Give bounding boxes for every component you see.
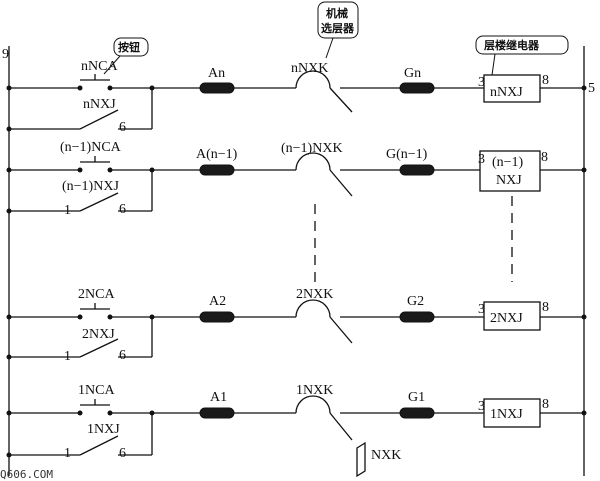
svg-text:按钮: 按钮 [118,40,140,54]
contact-right-num: 6 [119,120,126,135]
button-label: 2NCA [78,287,115,302]
coil-a [199,82,235,94]
contact-right-num: 6 [119,348,126,363]
svg-text:选层器: 选层器 [321,21,355,35]
coil-g-label: G(n−1) [386,147,428,162]
contact-label: 2NXJ [82,327,115,342]
svg-text:机械: 机械 [326,6,348,20]
button-label: nNCA [81,59,118,74]
contact-label: 1NXJ [87,422,120,437]
relay-pin-right: 8 [542,73,549,88]
relay-label-line2: NXJ [496,173,522,188]
callout-button: 按钮 [103,37,149,75]
coil-a-label: An [208,66,225,81]
coil-g [399,82,435,94]
selector-brush-symbol [356,441,366,478]
relay-pin-right: 8 [541,150,548,165]
relay-pin-left: 3 [478,399,485,414]
coil-a-label: A(n−1) [196,147,238,162]
selector-label: 1NXK [296,383,333,398]
floor-relay-box [483,301,541,331]
relay-label: nNXJ [490,85,523,100]
relay-contact [79,109,119,130]
selector-brush-label: NXK [371,448,401,463]
selector-arc [295,70,331,89]
watermark: Q606.COM [0,468,53,481]
svg-text:层楼继电器: 层楼继电器 [483,38,540,52]
right-rail-number: 5 [588,81,595,96]
relay-label: 1NXJ [490,407,523,422]
floor-relay-box [483,398,541,428]
coil-g-label: G1 [408,390,425,405]
contact-left-num: 1 [64,349,71,364]
relay-pin-right: 8 [542,300,549,315]
contact-label: nNXJ [83,97,116,112]
coil-a-label: A2 [209,294,226,309]
left-rail-number: 9 [2,47,9,62]
relay-label-line1: (n−1) [492,155,524,170]
floor-relay-box [479,150,541,192]
relay-label: 2NXJ [490,311,523,326]
coil-g-label: G2 [407,294,424,309]
relay-pin-left: 3 [478,152,485,167]
contact-right-num: 6 [119,202,126,217]
relay-pin-right: 8 [542,397,549,412]
floor-relay-box [483,74,541,103]
callout-floor-relay: 层楼继电器 [475,35,569,76]
contact-right-num: 6 [119,446,126,461]
circuit-row-2: 2NCA 2NXJ 1 6 A2 2NXK G2 3 8 2NXJ [6,287,587,364]
relay-pin-left: 3 [478,75,485,90]
relay-pin-left: 3 [478,302,485,317]
coil-a-label: A1 [210,390,227,405]
button-label: 1NCA [78,383,115,398]
callout-mechanical-selector: 机械 选层器 [317,1,359,59]
coil-g-label: Gn [404,66,421,81]
selector-label: nNXK [291,61,328,76]
selector-label: 2NXK [296,287,333,302]
selector-label: (n−1)NXK [281,141,343,156]
contact-left-num: 1 [64,446,71,461]
button-label: (n−1)NCA [60,140,122,155]
circuit-row-n: nNCA nNXJ 6 An nNXK Gn 3 8 nNXJ [6,59,587,135]
circuit-row-1: 1NCA 1NXJ 1 6 A1 1NXK G1 3 8 1NXJ [6,383,587,461]
circuit-row-n-minus-1: (n−1)NCA (n−1)NXJ 1 6 A(n−1) (n−1)NXK G(… [6,140,587,218]
contact-label: (n−1)NXJ [62,179,119,194]
contact-left-num: 1 [64,203,71,218]
